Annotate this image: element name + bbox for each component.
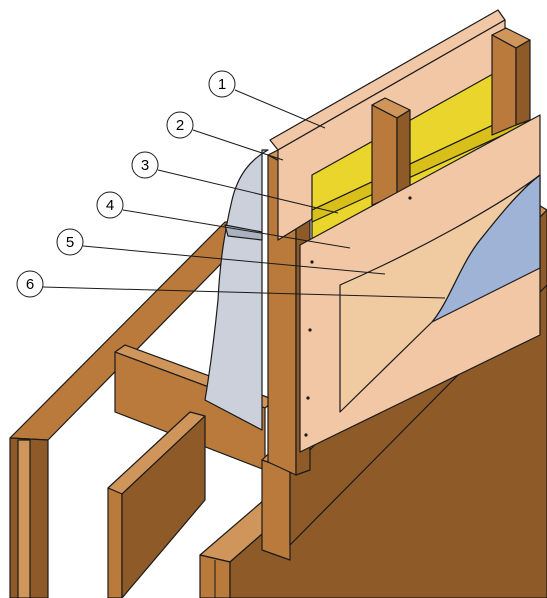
callout-3-label: 3 xyxy=(141,157,149,174)
nail-dot xyxy=(306,396,310,400)
nail-dot xyxy=(310,260,314,264)
callout-4-label: 4 xyxy=(106,197,114,214)
insulation-seam xyxy=(311,109,526,211)
callouts: 1 2 3 4 5 6 xyxy=(16,70,446,299)
callout-3-circle xyxy=(131,151,159,179)
callout-4-leader xyxy=(122,209,351,249)
callout-1-circle xyxy=(208,70,236,98)
callout-6: 6 xyxy=(16,270,446,299)
vapour-membrane xyxy=(204,149,269,431)
callout-1-leader xyxy=(234,89,326,129)
nail-dot xyxy=(408,196,412,200)
callout-2-label: 2 xyxy=(176,117,184,134)
callout-4: 4 xyxy=(96,191,351,249)
callout-1-label: 1 xyxy=(218,76,226,93)
callout-3-leader xyxy=(157,169,339,214)
callout-3: 3 xyxy=(131,151,339,214)
callout-1: 1 xyxy=(208,70,326,129)
callout-6-leader xyxy=(42,286,446,299)
callout-4-circle xyxy=(96,191,124,219)
nail-dots xyxy=(304,196,412,437)
nail-dot xyxy=(304,433,308,437)
callout-5-circle xyxy=(56,228,84,256)
callout-5-leader xyxy=(82,245,386,275)
callout-2: 2 xyxy=(166,111,284,161)
callout-5-label: 5 xyxy=(66,234,74,251)
callout-6-label: 6 xyxy=(26,276,34,293)
lower-joist-face xyxy=(107,487,123,598)
callout-6-circle xyxy=(16,270,44,298)
right-stud-side xyxy=(515,39,531,126)
mid-stud-face xyxy=(371,104,398,206)
mid-stud-side xyxy=(396,109,411,196)
left-rim-board-face xyxy=(17,439,31,598)
lower-joist-side xyxy=(121,415,206,598)
callout-2-circle xyxy=(166,111,194,139)
callout-2-leader xyxy=(192,129,284,161)
cladding-panel xyxy=(339,174,541,413)
right-stud-face xyxy=(491,34,517,136)
callout-5: 5 xyxy=(56,228,386,275)
right-stud xyxy=(491,27,531,136)
nail-dot xyxy=(308,328,312,332)
insulation xyxy=(311,69,526,246)
mid-stud xyxy=(371,97,411,206)
bottom-plate-face xyxy=(261,459,291,561)
